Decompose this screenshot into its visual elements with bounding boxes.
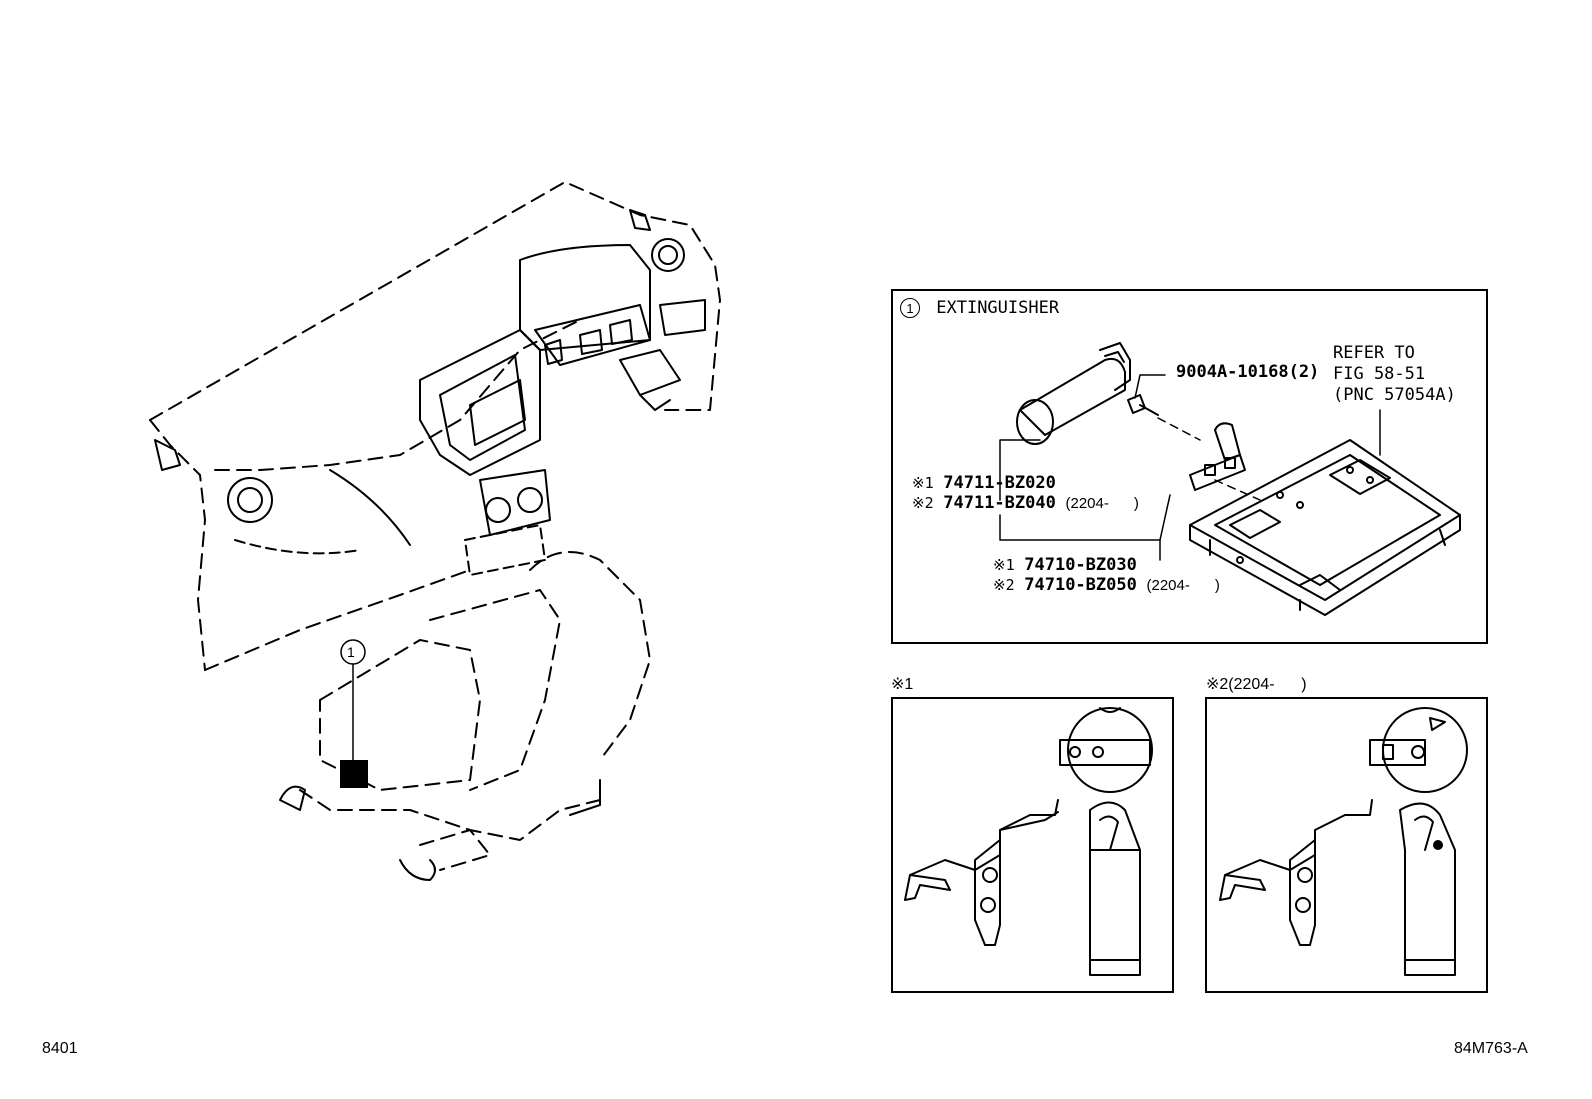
refer-line-3: (PNC 57054A) (1333, 385, 1456, 405)
panel-title: EXTINGUISHER (936, 298, 1060, 318)
part-row: ※1 74711-BZ020 (912, 473, 1139, 493)
part-number: 74710-BZ030 (1024, 555, 1137, 575)
refer-line-2: FIG 58-51 (1333, 364, 1426, 384)
footer-page-code: 8401 (42, 1040, 78, 1057)
part-row: ※2 74710-BZ050 (2204- ) (993, 575, 1220, 595)
detail-2-drawing (1219, 707, 1468, 976)
callout-leader (340, 639, 366, 761)
part-mark: ※1 (912, 474, 934, 492)
instrument-panel-drawing (149, 181, 721, 671)
callout-number: 1 (347, 644, 355, 660)
bolt-part-number: 9004A-10168(2) (1176, 362, 1320, 382)
extinguisher-assembly-drawing (999, 342, 1461, 616)
refer-note: REFER TO FIG 58-51 (PNC 57054A) (1333, 345, 1456, 404)
detail-2-panel (1205, 697, 1488, 993)
part-mark: ※2 (912, 494, 934, 512)
extinguisher-panel (891, 289, 1488, 644)
part-row: ※1 74710-BZ030 (993, 555, 1220, 575)
part-row: ※2 74711-BZ040 (2204- ) (912, 493, 1139, 513)
callout-circle: 1 (900, 298, 920, 318)
detail-2-label: ※2(2204- ) (1206, 676, 1307, 693)
part-note: (2204- ) (1065, 495, 1139, 512)
panel-title-row: 1 EXTINGUISHER (900, 298, 1059, 318)
part-list-assembly: ※1 74710-BZ030 ※2 74710-BZ050 (2204- ) (993, 555, 1220, 595)
detail-1-panel (891, 697, 1174, 993)
refer-line-1: REFER TO (1333, 343, 1415, 363)
seat-drawing (279, 551, 651, 881)
part-mark: ※1 (993, 556, 1015, 574)
part-number: 74710-BZ050 (1024, 575, 1137, 595)
detail-1-drawing (904, 707, 1153, 976)
part-mark: ※2 (993, 576, 1015, 594)
part-note: (2204- ) (1146, 577, 1220, 594)
part-list-bottle: ※1 74711-BZ020 ※2 74711-BZ040 (2204- ) (912, 473, 1139, 513)
detail-1-label: ※1 (891, 676, 914, 693)
extinguisher-location-marker (340, 760, 368, 788)
part-number: 74711-BZ040 (943, 493, 1056, 513)
part-number: 74711-BZ020 (943, 473, 1056, 493)
footer-illustration-code: 84M763-A (1454, 1040, 1528, 1057)
